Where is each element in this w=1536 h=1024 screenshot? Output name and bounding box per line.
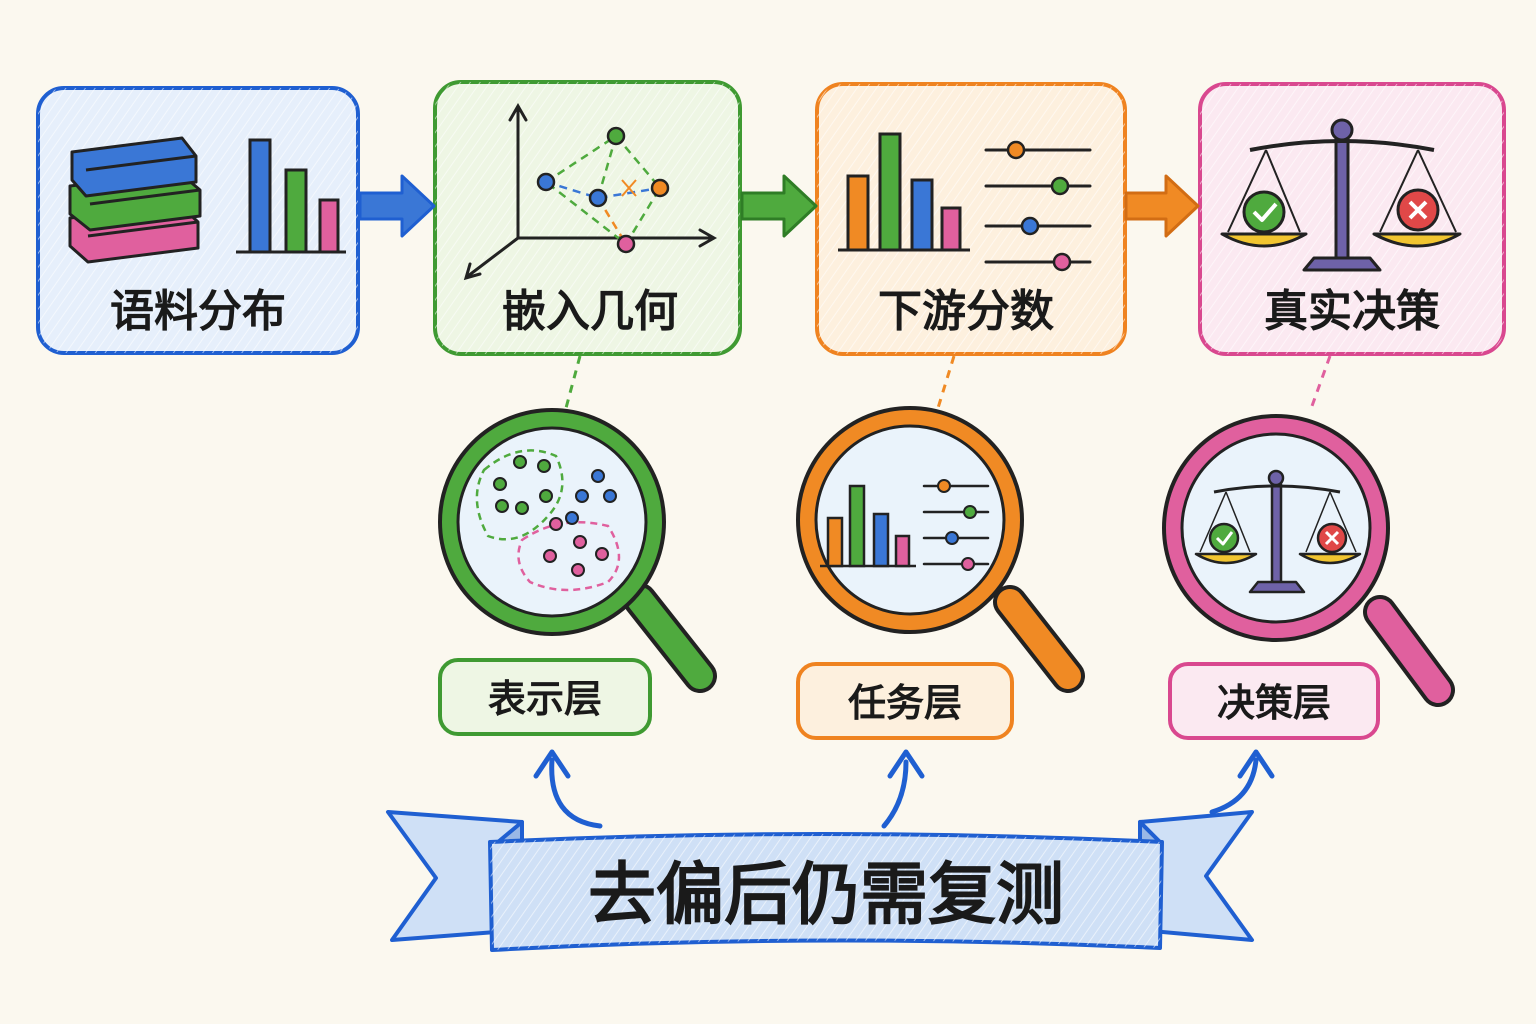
arrow-banner-to-representation bbox=[533, 749, 603, 829]
arrow-corpus-to-embedding bbox=[358, 174, 436, 238]
banner bbox=[386, 810, 1254, 952]
layer-label-decision: 决策层 bbox=[1217, 681, 1331, 725]
arrow-embedding-to-downstream bbox=[740, 174, 818, 238]
stage-label-embedding: 嵌入几何 bbox=[502, 286, 678, 337]
stage-label-decision: 真实决策 bbox=[1264, 286, 1440, 337]
bar-chart-icon bbox=[236, 138, 346, 254]
stage-box-embedding: 嵌入几何 bbox=[433, 80, 742, 356]
arrow-banner-to-task bbox=[881, 749, 925, 829]
layer-box-representation: 表示层 bbox=[438, 658, 652, 736]
arrow-banner-to-decision bbox=[1209, 749, 1275, 815]
magnifier-clusters-icon bbox=[438, 408, 717, 693]
banner-label: 去偏后仍需复测 bbox=[588, 856, 1064, 935]
bar-chart-and-sliders-icon bbox=[838, 132, 1092, 272]
stage-box-decision: 真实决策 bbox=[1198, 82, 1506, 356]
books-icon bbox=[68, 136, 202, 264]
connector-downstream-to-task bbox=[936, 355, 956, 409]
arrow-downstream-to-decision bbox=[1124, 174, 1200, 238]
stage-label-downstream: 下游分数 bbox=[878, 286, 1054, 337]
stage-box-downstream: 下游分数 bbox=[815, 82, 1127, 356]
embedding-scatter-axes-icon bbox=[463, 102, 718, 281]
layer-label-representation: 表示层 bbox=[488, 677, 602, 721]
balance-scale-icon bbox=[1220, 118, 1462, 272]
magnifier-chart-icon bbox=[796, 406, 1085, 693]
magnifier-scale-icon bbox=[1162, 414, 1455, 707]
connector-embedding-to-representation bbox=[564, 355, 582, 409]
stage-box-corpus: 语料分布 bbox=[36, 86, 360, 355]
connector-decision-to-decision-layer bbox=[1310, 355, 1332, 407]
layer-label-task: 任务层 bbox=[848, 681, 962, 725]
layer-box-decision: 决策层 bbox=[1168, 662, 1380, 740]
layer-box-task: 任务层 bbox=[796, 662, 1014, 740]
stage-label-corpus: 语料分布 bbox=[110, 286, 286, 337]
